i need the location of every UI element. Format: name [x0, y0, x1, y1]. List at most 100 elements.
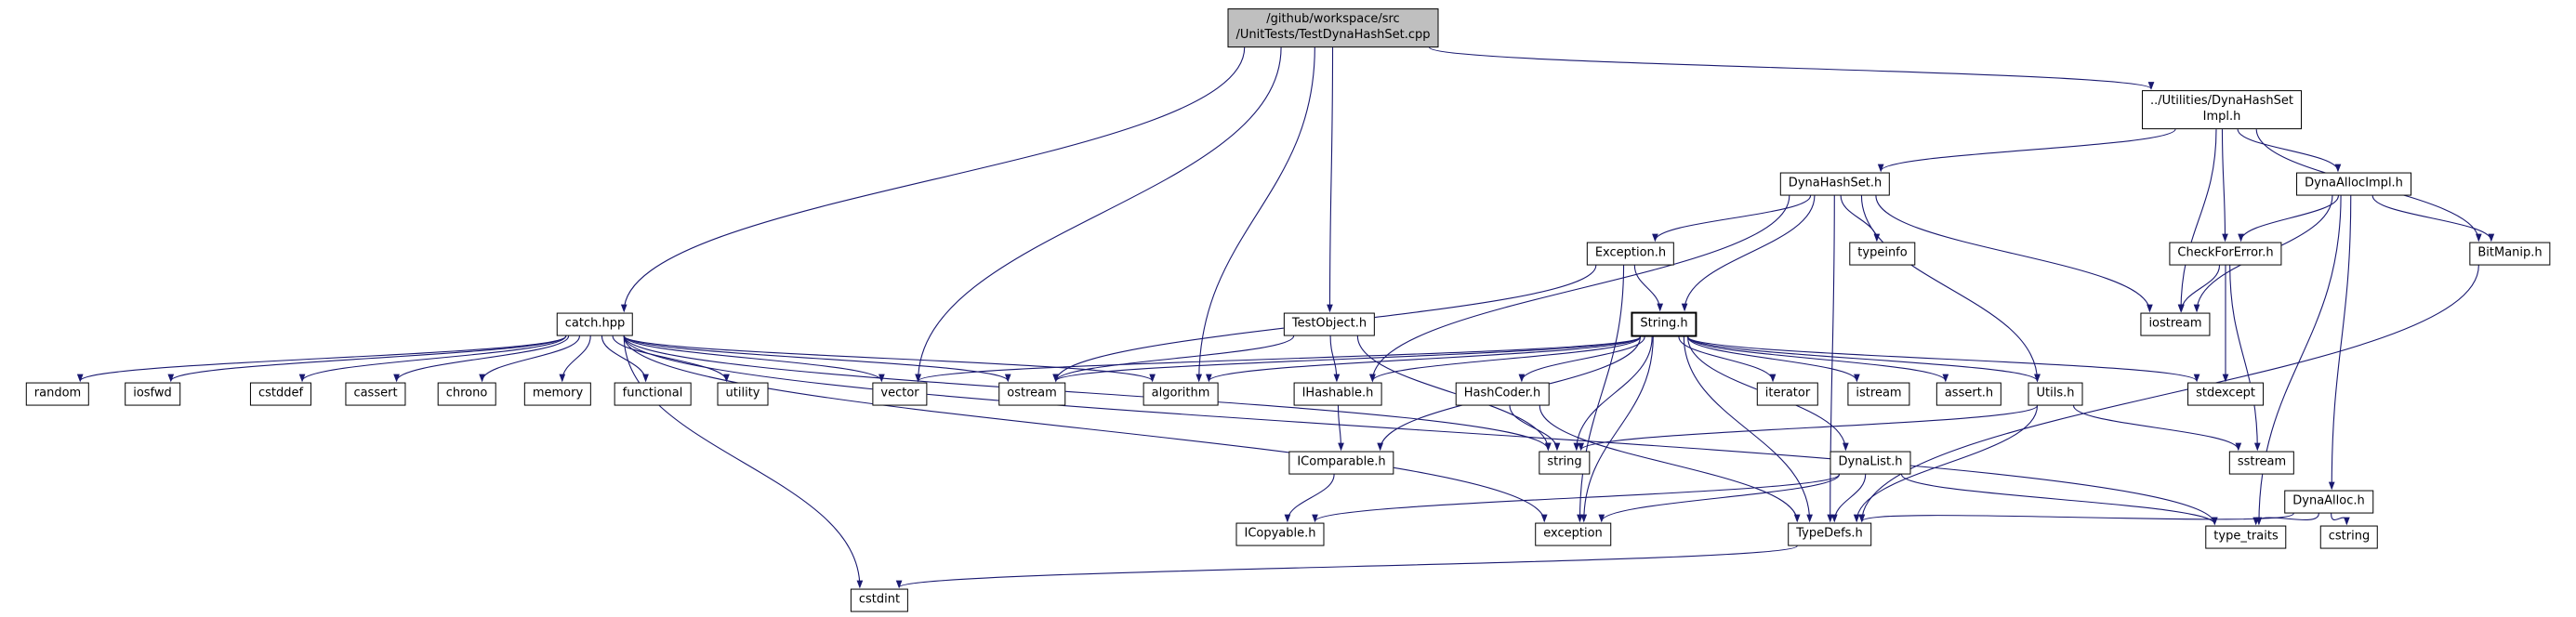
- graph-node-cstdint[interactable]: cstdint: [850, 588, 909, 612]
- edge-testobject-to-stringstd: [1356, 335, 1552, 452]
- graph-node-cstring[interactable]: cstring: [2319, 525, 2379, 549]
- graph-node-dynahashset[interactable]: DynaHashSet.h: [1779, 172, 1891, 196]
- edge-catch-to-type_traits: [623, 335, 2218, 526]
- edge-string_h-to-utils: [1687, 335, 2041, 383]
- graph-node-hashcoder[interactable]: HashCoder.h: [1455, 382, 1550, 406]
- edge-catch-to-exceptionstd: [623, 335, 1548, 523]
- graph-node-utility[interactable]: utility: [717, 382, 769, 406]
- graph-node-memory[interactable]: memory: [523, 382, 592, 406]
- edge-string_h-to-stringstd: [1573, 336, 1653, 452]
- edge-catch-to-functional: [601, 335, 649, 383]
- edge-exception_h-to-string_h: [1633, 265, 1664, 312]
- edge-impl-to-dynaallocimpl: [2237, 128, 2342, 173]
- graph-node-type_traits[interactable]: type_traits: [2205, 525, 2287, 549]
- edge-string_h-to-exceptionstd: [1580, 336, 1654, 523]
- graph-node-impl[interactable]: ../Utilities/DynaHashSet Impl.h: [2142, 90, 2302, 129]
- graph-node-utils[interactable]: Utils.h: [2028, 382, 2083, 406]
- edge-catch-to-utility: [612, 335, 730, 383]
- edge-string_h-to-algorithm: [1206, 335, 1641, 383]
- graph-node-dynalist[interactable]: DynaList.h: [1830, 451, 1911, 475]
- edge-string_h-to-ihashable: [1369, 336, 1641, 383]
- edge-catch-to-cassert: [393, 335, 570, 383]
- edge-catch-to-cstdint: [623, 335, 864, 589]
- graph-node-stringstd[interactable]: string: [1539, 451, 1591, 475]
- edge-catch-to-memory: [559, 335, 591, 383]
- graph-node-stdexcept[interactable]: stdexcept: [2187, 382, 2264, 406]
- edge-hashcoder-to-stringstd: [1509, 405, 1561, 452]
- edge-main-to-algorithm: [1196, 46, 1315, 383]
- edge-dynaalloc-to-cstring: [2331, 513, 2350, 526]
- edge-string_h-to-hashcoder: [1518, 336, 1645, 383]
- edge-dynahashset-to-typeinfo: [1840, 195, 1881, 243]
- graph-node-exceptionstd[interactable]: exception: [1535, 522, 1611, 546]
- edge-utils-to-stringstd: [1578, 404, 2039, 452]
- edge-ihashable-to-icomparable: [1337, 405, 1344, 452]
- edge-dynalist-to-typedefs: [1830, 474, 1867, 523]
- edge-dynahashset-to-iostream: [1875, 195, 2153, 313]
- graph-node-main[interactable]: /github/workspace/src /UnitTests/TestDyn…: [1227, 8, 1439, 47]
- edge-dynaallocimpl-to-bitmanip: [2371, 195, 2495, 243]
- edge-dynaalloc-to-type_traits: [2252, 513, 2319, 526]
- edge-dynahashset-to-utils: [1860, 195, 2041, 383]
- edge-dynalist-to-icopyable: [1312, 473, 1841, 523]
- graph-node-dynaalloc[interactable]: DynaAlloc.h: [2284, 490, 2373, 514]
- edge-dynaallocimpl-to-checkforerror: [2238, 195, 2339, 243]
- edge-catch-to-stringstd: [623, 335, 1552, 452]
- graph-node-typedefs[interactable]: TypeDefs.h: [1788, 522, 1871, 546]
- graph-node-chrono[interactable]: chrono: [437, 382, 496, 406]
- edge-main-to-impl: [1428, 46, 2155, 90]
- graph-node-functional[interactable]: functional: [614, 382, 692, 406]
- graph-node-istream[interactable]: istream: [1847, 382, 1910, 406]
- edge-utils-to-sstream: [2072, 405, 2242, 452]
- edge-testobject-to-ihashable: [1329, 335, 1341, 383]
- edge-dynahashset-to-ihashable: [1369, 195, 1790, 383]
- graph-node-iostream[interactable]: iostream: [2140, 312, 2211, 336]
- graph-node-exception_h[interactable]: Exception.h: [1586, 242, 1675, 266]
- edge-dynahashset-to-exception_h: [1652, 195, 1812, 243]
- edge-string_h-to-iterator: [1678, 336, 1777, 383]
- edge-catch-to-iosfwd: [167, 335, 567, 383]
- edge-impl-to-dynahashset: [1877, 128, 2176, 173]
- graph-node-dynaallocimpl[interactable]: DynaAllocImpl.h: [2296, 172, 2411, 196]
- edge-exception_h-to-exceptionstd: [1577, 265, 1625, 523]
- graph-node-iterator[interactable]: iterator: [1756, 382, 1819, 406]
- graph-node-sstream[interactable]: sstream: [2228, 451, 2295, 475]
- graph-node-algorithm[interactable]: algorithm: [1143, 382, 1219, 406]
- edge-catch-to-ostream: [623, 335, 1011, 383]
- graph-node-checkforerror[interactable]: CheckForError.h: [2169, 242, 2282, 266]
- edge-string_h-to-istream: [1687, 336, 1860, 383]
- edge-catch-to-algorithm: [623, 335, 1156, 383]
- edge-string_h-to-stdexcept: [1687, 335, 2200, 383]
- edge-checkforerror-to-sstream: [2229, 265, 2261, 452]
- edge-typedefs-to-cstdint: [896, 545, 1798, 589]
- graph-node-icomparable[interactable]: IComparable.h: [1288, 451, 1394, 475]
- graph-node-cstddef[interactable]: cstddef: [249, 382, 312, 406]
- edge-checkforerror-to-iostream: [2178, 265, 2221, 313]
- edge-dynalist-to-exceptionstd: [1598, 474, 1841, 523]
- graph-node-vector[interactable]: vector: [872, 382, 928, 406]
- graph-node-typeinfo[interactable]: typeinfo: [1849, 242, 1916, 266]
- graph-node-testobject[interactable]: TestObject.h: [1283, 312, 1376, 336]
- edge-impl-to-checkforerror: [2221, 128, 2228, 243]
- graph-node-iosfwd[interactable]: iosfwd: [125, 382, 180, 406]
- graph-node-ostream[interactable]: ostream: [998, 382, 1065, 406]
- edge-dynaalloc-to-typedefs: [1858, 512, 2294, 523]
- graph-node-assert_h[interactable]: assert.h: [1935, 382, 2002, 406]
- edge-string_h-to-vector: [915, 335, 1641, 383]
- edge-string_h-to-assert_h: [1687, 336, 1949, 383]
- graph-node-random[interactable]: random: [25, 382, 90, 406]
- graph-node-string_h[interactable]: String.h: [1631, 311, 1698, 337]
- edge-dynahashset-to-string_h: [1681, 195, 1816, 312]
- graph-node-catch[interactable]: catch.hpp: [556, 312, 634, 336]
- edge-string_h-to-ostream: [1052, 335, 1641, 383]
- graph-node-cassert[interactable]: cassert: [345, 382, 406, 406]
- edge-dynaallocimpl-to-dynaalloc: [2328, 195, 2352, 491]
- edge-testobject-to-ostream: [1052, 335, 1295, 383]
- graph-node-bitmanip[interactable]: BitManip.h: [2469, 242, 2551, 266]
- edge-string_h-to-typedefs: [1683, 336, 1813, 523]
- graph-node-icopyable[interactable]: ICopyable.h: [1235, 522, 1325, 546]
- edge-hashcoder-to-typedefs: [1539, 405, 1801, 523]
- graph-node-ihashable[interactable]: IHashable.h: [1293, 382, 1382, 406]
